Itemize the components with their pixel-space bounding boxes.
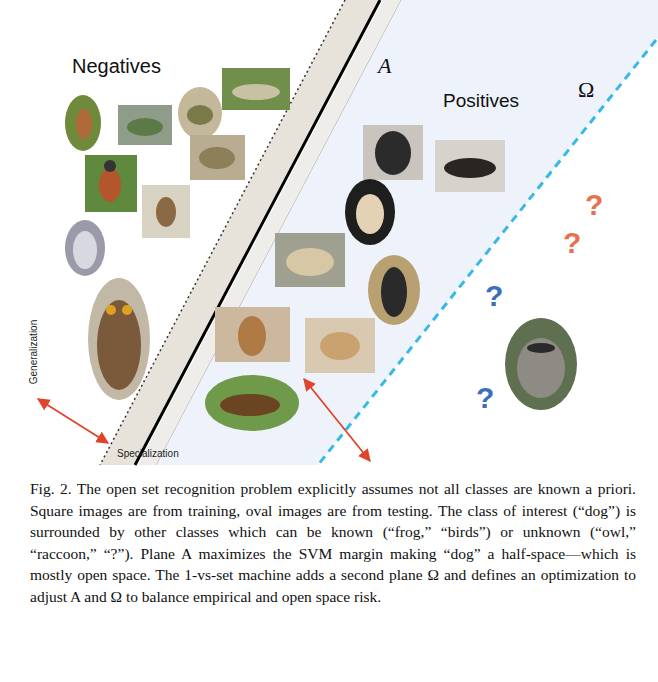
figure-caption: Fig. 2. The open set recognition problem… bbox=[30, 478, 636, 608]
unknown-mark: ? bbox=[485, 279, 503, 312]
dog-body bbox=[381, 267, 407, 317]
photo-ground bbox=[222, 68, 290, 110]
plane-a bbox=[135, 0, 380, 465]
unknown-mark: ? bbox=[563, 226, 581, 259]
photo-frog bbox=[118, 105, 172, 145]
margin-band bbox=[138, 0, 400, 465]
photo-dog bbox=[363, 125, 423, 180]
photo-frog bbox=[190, 135, 245, 180]
frog-body bbox=[127, 118, 163, 136]
photo-raccoon bbox=[505, 318, 577, 410]
bird-body bbox=[156, 197, 176, 227]
photo-owl bbox=[88, 278, 150, 400]
owl-eye bbox=[106, 305, 116, 315]
photo-ground bbox=[65, 220, 105, 276]
photo-ground bbox=[88, 278, 150, 400]
photo-ground bbox=[505, 318, 577, 410]
photo-dog bbox=[215, 307, 290, 362]
plane-label: A bbox=[378, 54, 391, 78]
photo-ground bbox=[65, 95, 101, 151]
photo-ground bbox=[118, 105, 172, 145]
photo-bird bbox=[65, 95, 101, 151]
photo-ground bbox=[305, 318, 375, 373]
photo-ground bbox=[435, 140, 505, 192]
dog-body bbox=[286, 248, 334, 276]
dog-body bbox=[220, 394, 280, 416]
raccoon-mask bbox=[527, 343, 555, 353]
unknown-mark: ? bbox=[585, 188, 603, 221]
frog-body bbox=[187, 105, 213, 125]
dog-body bbox=[238, 316, 266, 356]
axis-label: Generalization bbox=[28, 320, 39, 384]
photo-frog bbox=[222, 68, 290, 110]
photo-dog bbox=[205, 375, 299, 431]
photo-bird bbox=[85, 155, 137, 212]
photo-dog bbox=[345, 179, 395, 245]
photo-ground bbox=[368, 255, 420, 325]
plane-label: Ω bbox=[578, 78, 594, 102]
photo-ground bbox=[215, 307, 290, 362]
owl-body bbox=[73, 231, 97, 269]
class-heading: Positives bbox=[443, 91, 519, 112]
owl-body bbox=[97, 300, 141, 390]
photo-dog bbox=[435, 140, 505, 192]
dog-body bbox=[375, 131, 411, 175]
axis-label: Specialization bbox=[117, 448, 179, 459]
dog-body bbox=[444, 158, 496, 178]
dog-body bbox=[320, 332, 360, 360]
photo-ground bbox=[345, 179, 395, 245]
bird-body bbox=[99, 168, 121, 202]
photo-ground bbox=[85, 155, 137, 212]
photo-dog bbox=[275, 233, 345, 287]
photo-ground bbox=[363, 125, 423, 180]
bird-head bbox=[104, 160, 116, 172]
photo-frog bbox=[178, 87, 222, 139]
class-heading: Negatives bbox=[72, 55, 161, 77]
frog-body bbox=[232, 84, 280, 100]
photo-bird bbox=[142, 185, 190, 238]
photo-ground bbox=[205, 375, 299, 431]
photo-ground bbox=[142, 185, 190, 238]
photo-ground bbox=[275, 233, 345, 287]
generalization-arrow bbox=[38, 399, 108, 443]
photo-ground bbox=[190, 135, 245, 180]
owl-eye bbox=[122, 305, 132, 315]
band-edge bbox=[156, 0, 401, 465]
photo-dog bbox=[305, 318, 375, 373]
bird-body bbox=[76, 109, 92, 139]
plane-omega bbox=[318, 40, 656, 465]
dog-body bbox=[356, 194, 384, 234]
photo-ground bbox=[178, 87, 222, 139]
raccoon-body bbox=[517, 338, 565, 398]
unknown-mark: ? bbox=[476, 381, 494, 414]
specialization-arrow bbox=[304, 379, 370, 461]
frog-body bbox=[199, 147, 235, 169]
photo-owl bbox=[65, 220, 105, 276]
photo-dog bbox=[368, 255, 420, 325]
